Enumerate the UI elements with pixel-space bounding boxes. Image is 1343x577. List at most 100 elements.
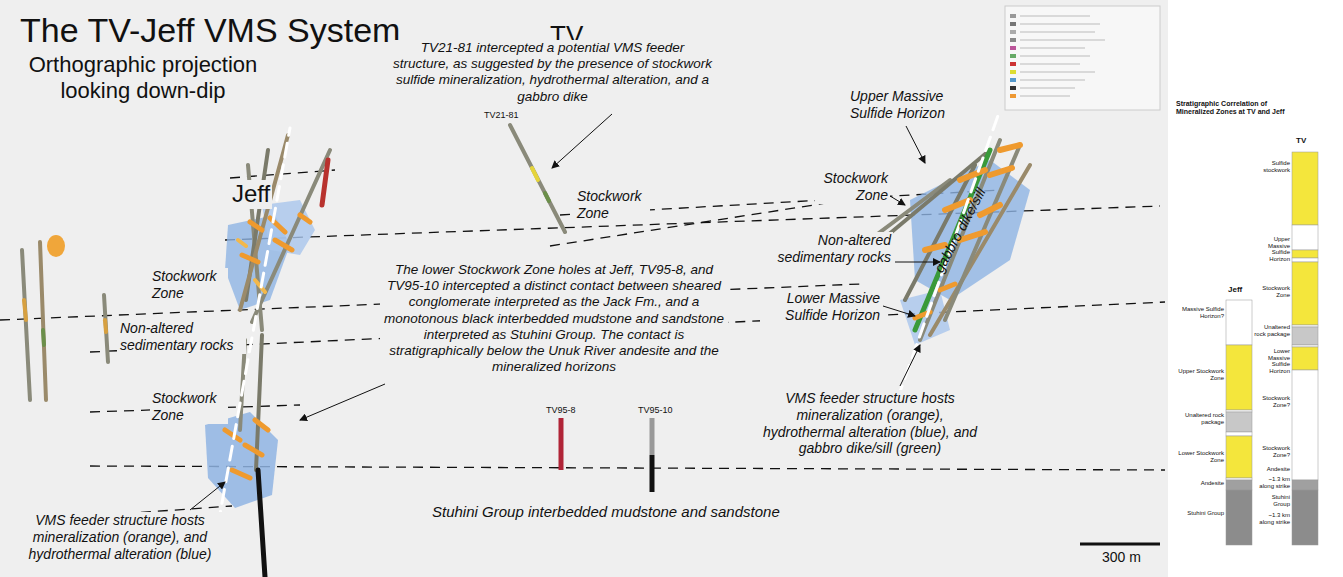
legend-swatches	[1005, 6, 1160, 110]
panel-ground	[1168, 0, 1343, 577]
zone-label: Stockwork Zone	[150, 390, 228, 424]
unit-label: Stuhini Group interbedded mudstone and s…	[430, 503, 782, 521]
drill-hole-tv21-81	[532, 168, 538, 180]
strike-note: ~1.3 km along strike	[1254, 476, 1290, 489]
correlation-columns	[1226, 490, 1252, 545]
correlation-columns	[1292, 262, 1318, 325]
drill-hole-tv95-10	[650, 455, 655, 492]
correlation-columns	[1292, 490, 1318, 545]
correlation-columns	[1292, 250, 1318, 258]
legend-swatches	[1010, 70, 1016, 74]
column-label: Stuhini Group	[1254, 494, 1290, 507]
column-label: Upper Massive Sulfide Horizon	[1254, 236, 1290, 262]
zone-label: Upper Massive Sulfide Horizon	[848, 88, 966, 122]
correlation-columns	[1226, 300, 1252, 345]
correlation-columns	[1226, 480, 1252, 490]
correlation-columns	[1292, 480, 1318, 490]
correlation-columns	[1292, 370, 1318, 480]
column-label: Andesite	[1176, 480, 1224, 487]
column-label: Stuhini Group	[1176, 510, 1224, 517]
diagram-title: The TV-Jeff VMS System	[18, 10, 402, 51]
callout-note: The lower Stockwork Zone holes at Jeff, …	[380, 262, 728, 375]
jeff-upper-cluster	[242, 215, 310, 262]
column-label: Stockwork Zone?	[1254, 445, 1290, 458]
correlation-columns	[1292, 325, 1318, 327]
drill-hole-tv21-81	[510, 125, 565, 232]
drill-hole-tv21-81	[545, 193, 549, 201]
legend-swatches	[1020, 72, 1095, 73]
drill-holes-west	[43, 330, 44, 345]
drill-holes-west	[40, 242, 46, 400]
callout-note: VMS feeder structure hosts mineralizatio…	[10, 512, 230, 562]
legend-swatches	[1010, 46, 1016, 50]
correlation-columns	[1226, 345, 1252, 410]
column-head: Jeff	[1228, 286, 1242, 295]
hole-name: TV21-81	[482, 110, 521, 121]
hole-name: TV95-8	[544, 405, 578, 416]
jeff-upper-cluster	[240, 135, 288, 310]
legend-swatches	[1020, 64, 1080, 65]
correlation-columns	[1292, 152, 1318, 225]
drill-hole-tv21-81	[510, 125, 565, 232]
jeff-upper-cluster	[252, 150, 330, 322]
legend-swatches	[1020, 40, 1105, 41]
leader-lines	[906, 126, 925, 163]
rock-label: Non-altered sedimentary rocks	[760, 232, 893, 266]
correlation-columns	[1226, 432, 1252, 436]
legend-swatches	[1010, 14, 1016, 18]
column-label: Unaltered rock package	[1254, 324, 1290, 337]
legend-swatches	[1010, 22, 1016, 26]
correlation-columns	[1292, 225, 1318, 250]
leader-lines	[890, 196, 905, 205]
correlation-columns	[1226, 478, 1252, 480]
column-label: Unaltered rock package	[1176, 412, 1224, 425]
legend-swatches	[1020, 88, 1075, 89]
strike-note: ~1.3 km along strike	[1254, 512, 1290, 525]
correlation-columns	[1226, 410, 1252, 412]
rock-label: Non-altered sedimentary rocks	[118, 320, 246, 354]
legend-swatches	[1010, 30, 1016, 34]
column-label: Lower Massive Sulfide Horizon	[1254, 348, 1290, 374]
callout-note: TV21-81 intercepted a potential VMS feed…	[390, 40, 715, 105]
zone-label: Stockwork Zone	[815, 170, 890, 204]
legend-swatches	[1010, 38, 1016, 42]
column-label: Massive Sulfide Horizon?	[1176, 306, 1224, 319]
hole-name: TV95-10	[636, 405, 675, 416]
drill-holes-west	[105, 320, 106, 332]
drill-holes-west	[24, 300, 26, 320]
legend-swatches	[1020, 32, 1095, 33]
tv-cluster	[910, 160, 1030, 300]
jeff-upper-cluster	[225, 135, 330, 330]
column-label: Andesite	[1254, 466, 1290, 473]
legend-swatches	[1020, 48, 1085, 49]
correlation-columns	[1292, 327, 1318, 345]
panel-title: Stratigraphic Correlation of Mineralized…	[1176, 100, 1288, 115]
area-name: Jeff	[230, 180, 272, 209]
legend-swatches	[1010, 78, 1016, 82]
column-label: Stockwork Zone	[1254, 285, 1290, 298]
leader-lines	[552, 114, 612, 168]
leader-lines	[900, 345, 920, 386]
correlation-columns	[1292, 345, 1318, 347]
legend-swatches	[1005, 6, 1160, 110]
legend-swatches	[1010, 54, 1016, 58]
legend-swatches	[1010, 62, 1016, 66]
zone-label: Stockwork Zone	[150, 268, 228, 302]
leader-lines	[300, 384, 385, 420]
legend-swatches	[1020, 80, 1085, 81]
drill-hole-tv95-8	[559, 418, 564, 470]
correlation-columns	[1292, 258, 1318, 262]
mineralization-blob	[47, 235, 65, 257]
correlation-columns	[1292, 347, 1318, 370]
legend-swatches	[1010, 94, 1016, 98]
subtitle: Orthographic projection looking down-dip	[18, 52, 268, 105]
legend-swatches	[1020, 24, 1100, 25]
legend-swatches	[1020, 56, 1090, 57]
leader-lines	[190, 482, 225, 510]
correlation-columns	[1226, 152, 1318, 545]
legend-swatches	[1020, 16, 1090, 17]
drill-holes-west	[22, 250, 30, 400]
drill-holes-west	[22, 242, 108, 400]
leader-lines	[883, 306, 915, 316]
